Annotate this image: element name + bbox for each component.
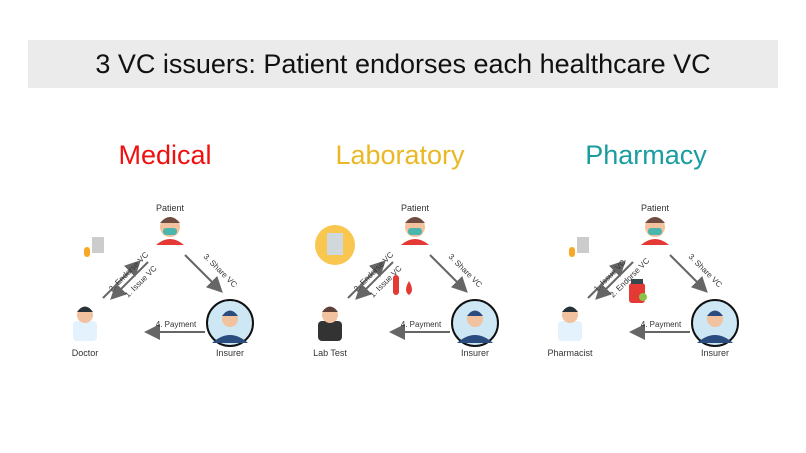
title-bar: 3 VC issuers: Patient endorses each heal… xyxy=(28,40,778,88)
insurer-icon xyxy=(206,299,254,347)
prescription-icon xyxy=(569,237,589,257)
lab-technician-icon xyxy=(318,306,342,341)
patient-label: Patient xyxy=(641,203,670,213)
panel-laboratory: Patient 2. Endorse VC 1. Issue VC 3. Sha… xyxy=(305,195,545,365)
test-tube-icon xyxy=(393,275,412,295)
share-label: 3. Share VC xyxy=(687,252,724,289)
heading-medical: Medical xyxy=(118,140,212,170)
prescription-icon xyxy=(84,237,104,257)
insurer-label: Insurer xyxy=(461,348,489,358)
patient-icon xyxy=(156,217,184,245)
patient-label: Patient xyxy=(156,203,185,213)
share-label: 3. Share VC xyxy=(447,252,484,289)
panel-pharmacy: Patient 1. Issue VC 2. Endorse VC 3. Sha… xyxy=(545,195,785,365)
heading-pharmacy: Pharmacy xyxy=(585,140,707,170)
pharmacist-icon xyxy=(558,306,582,341)
slide-title: 3 VC issuers: Patient endorses each heal… xyxy=(95,48,711,79)
payment-label: 4. Payment xyxy=(156,320,197,329)
clipboard-icon xyxy=(315,225,355,265)
insurer-label: Insurer xyxy=(216,348,244,358)
issuer-label: Doctor xyxy=(72,348,99,358)
doctor-icon xyxy=(73,306,97,341)
issuer-label: Pharmacist xyxy=(547,348,593,358)
panel-medical: Patient 2. Endorse VC 1. Issue VC 3. Sha… xyxy=(60,195,300,365)
insurer-icon xyxy=(691,299,739,347)
patient-icon xyxy=(641,217,669,245)
patient-icon xyxy=(401,217,429,245)
issuer-label: Lab Test xyxy=(313,348,347,358)
insurer-label: Insurer xyxy=(701,348,729,358)
payment-label: 4. Payment xyxy=(401,320,442,329)
insurer-icon xyxy=(451,299,499,347)
payment-label: 4. Payment xyxy=(641,320,682,329)
heading-laboratory: Laboratory xyxy=(335,140,465,170)
share-label: 3. Share VC xyxy=(202,252,239,289)
patient-label: Patient xyxy=(401,203,430,213)
medicine-bottle-icon xyxy=(629,279,647,303)
